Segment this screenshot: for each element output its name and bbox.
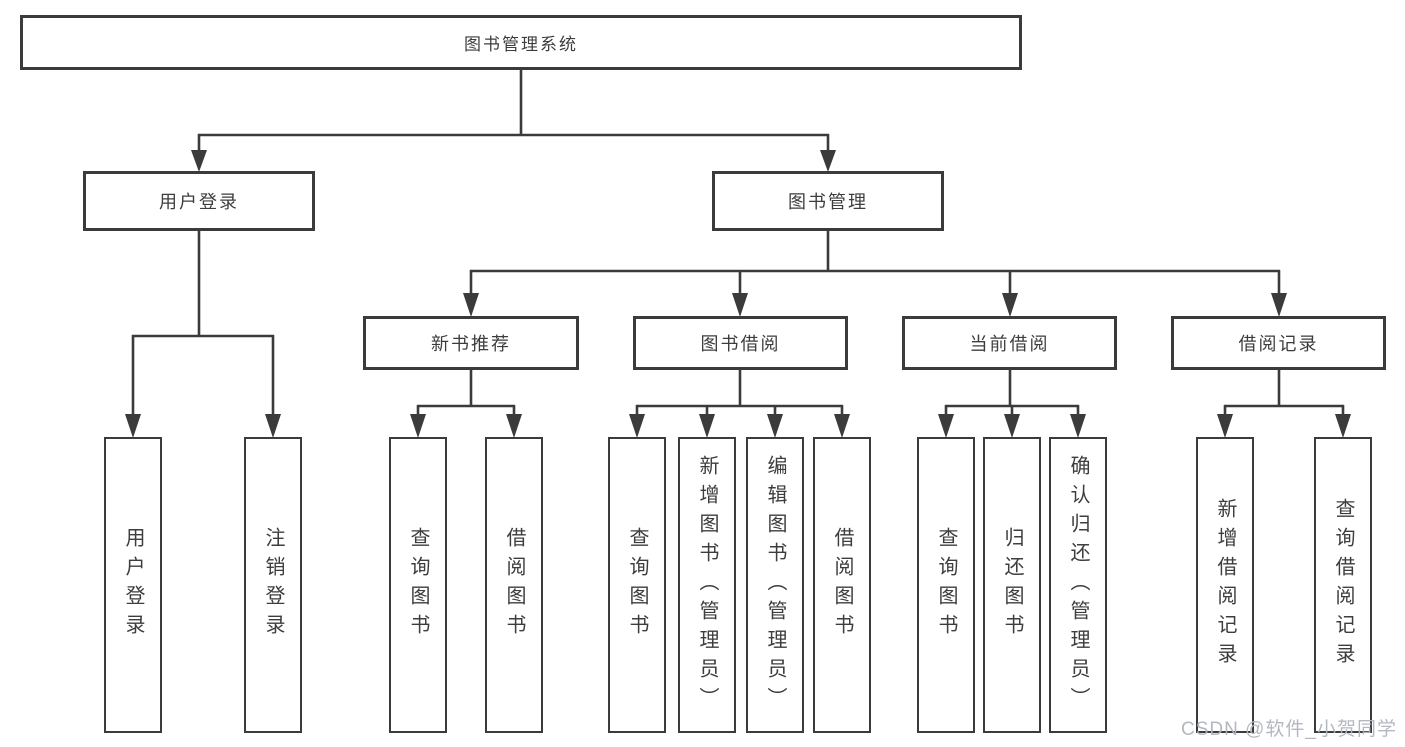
leaf-borrow-query-books: 查询图书 xyxy=(608,437,666,733)
leaf-recommend-borrow-books: 借阅图书 xyxy=(485,437,543,733)
leaf-records-query-record: 查询借阅记录 xyxy=(1314,437,1372,733)
leaf-user-login: 用户登录 xyxy=(104,437,162,733)
connector-bookmgmt-to-level3 xyxy=(463,229,1287,317)
connector-root-to-level2 xyxy=(191,70,836,172)
leaf-recommend-query-books: 查询图书 xyxy=(389,437,447,733)
connector-records-to-leaves xyxy=(1217,369,1351,438)
leaf-logout: 注销登录 xyxy=(244,437,302,733)
node-library-system: 图书管理系统 xyxy=(20,15,1022,70)
leaf-current-query-books: 查询图书 xyxy=(917,437,975,733)
node-new-book-recommend: 新书推荐 xyxy=(363,316,579,370)
node-user-login: 用户登录 xyxy=(83,171,315,231)
leaf-borrow-borrow-books: 借阅图书 xyxy=(813,437,871,733)
csdn-watermark: CSDN @软件_小贺同学 xyxy=(1181,719,1397,740)
node-current-borrow: 当前借阅 xyxy=(902,316,1117,370)
connector-bookborrow-to-leaves xyxy=(629,369,850,438)
leaf-records-add-record: 新增借阅记录 xyxy=(1196,437,1254,733)
leaf-current-return-books: 归还图书 xyxy=(983,437,1041,733)
leaf-borrow-edit-books-admin: 编辑图书（管理员） xyxy=(746,437,804,733)
connector-currentborrow-to-leaves xyxy=(938,369,1086,438)
connector-userlogin-to-leaves xyxy=(125,229,281,438)
leaf-current-confirm-return-admin: 确认归还（管理员） xyxy=(1049,437,1107,733)
node-book-borrow: 图书借阅 xyxy=(633,316,848,370)
node-book-management: 图书管理 xyxy=(712,171,944,231)
node-borrow-records: 借阅记录 xyxy=(1171,316,1386,370)
connector-recommend-to-leaves xyxy=(410,369,522,438)
leaf-borrow-add-books-admin: 新增图书（管理员） xyxy=(678,437,736,733)
